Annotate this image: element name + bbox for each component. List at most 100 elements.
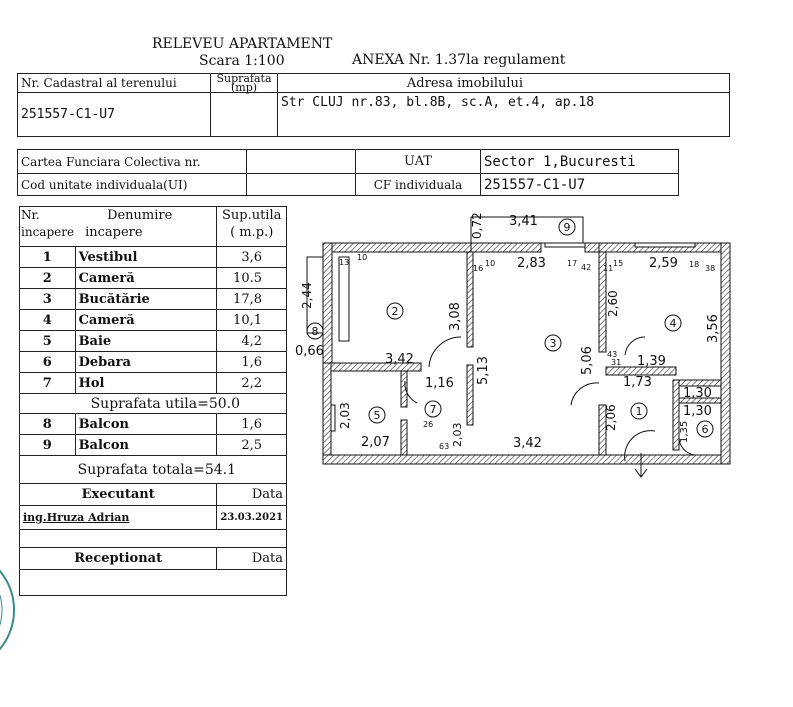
executant-date-label: Data: [216, 483, 287, 506]
rooms-header-nr-1: Nr.: [21, 208, 40, 222]
door-debara: [678, 436, 696, 456]
room-area: 1,6: [216, 413, 287, 435]
dim-room2-height: 3,08: [448, 302, 463, 331]
plan-walls: [306, 216, 731, 465]
balcony8-outline: [306, 256, 324, 334]
plan-mark: 38: [705, 264, 715, 273]
window-room4: [634, 242, 696, 248]
dim-kitchen-top: 2,83: [517, 256, 546, 271]
room-number-7-circle: [424, 400, 442, 418]
room-nr: 9: [19, 434, 76, 456]
annex-label: ANEXA Nr. 1.37la regulament: [352, 52, 566, 68]
room-number-8-circle: [306, 322, 324, 340]
room-nr: 3: [19, 288, 76, 310]
balcony9-outline: [470, 216, 584, 244]
area-header: Suprafata (mp): [210, 72, 278, 94]
plan-mark: 11: [603, 264, 613, 273]
rooms-header-name-2: incapere: [85, 225, 143, 240]
plan-mark: 17: [567, 259, 577, 268]
room-name: Debara: [74, 351, 218, 373]
plan-mark: 43: [607, 350, 617, 359]
wall-hol-kitchen: [466, 364, 474, 426]
dim-debara-w1: 1,30: [683, 386, 712, 401]
window-room2: [338, 256, 350, 342]
plan-mark: 15: [613, 259, 623, 268]
wall-left-room2: [322, 242, 333, 364]
door-kitchen: [570, 382, 600, 406]
door-room4: [624, 336, 646, 356]
rooms-header-name-1: Denumire: [107, 208, 173, 223]
area-value: [210, 92, 278, 137]
cadastral-header: Nr. Cadastral al terenului: [17, 73, 211, 93]
room-name: Vestibul: [74, 246, 218, 268]
dim-bath-height: 2,03: [338, 402, 352, 429]
dim-kitchen-left: 5,13: [476, 356, 491, 385]
room-nr: 5: [19, 330, 76, 352]
room-number-7: 7: [430, 403, 437, 416]
room-nr: 1: [19, 246, 76, 268]
executant-name: ing.Hruza Adrian: [18, 505, 218, 530]
rooms-header-nr-2: incapere: [21, 225, 75, 239]
dim-room4-top: 2,59: [649, 256, 678, 271]
unit-code-label: Cod unitate individuala(UI): [17, 173, 247, 196]
room-name: Balcon: [74, 413, 218, 435]
wall-kitchen-room4: [598, 251, 607, 353]
plan-mark: 18: [689, 260, 699, 269]
dim-debara-h: 1,35: [679, 421, 690, 443]
plan-mark: 63: [439, 442, 449, 451]
unit-code-value: [246, 173, 356, 196]
room-number-2: 2: [392, 305, 399, 318]
door-bath: [404, 380, 418, 404]
dim-kitchen-right: 5,06: [580, 346, 595, 375]
room-number-5: 5: [374, 409, 381, 422]
window-bath: [330, 404, 336, 432]
room-number-9-circle: [558, 218, 576, 236]
dim-hol-height: 2,03: [451, 423, 464, 448]
room-number-1: 1: [636, 405, 643, 418]
dim-room4-right-height: 3,56: [706, 314, 721, 343]
room-name: Cameră: [74, 267, 218, 289]
executant-label: Executant: [18, 483, 218, 506]
executant-signature-space: [19, 529, 287, 548]
rooms-header-nr: Nr. incapere: [19, 206, 76, 247]
cf-value: 251557-C1-U7: [480, 173, 679, 196]
room-area: 10,1: [216, 309, 287, 331]
dim-balcony9-depth: 0,72: [470, 212, 484, 239]
room-nr: 8: [19, 413, 76, 435]
room-number-3: 3: [550, 337, 557, 350]
room-number-2-circle: [386, 302, 404, 320]
wall-room2-bottom-left: [330, 362, 422, 372]
room-number-4: 4: [670, 317, 677, 330]
room-number-9: 9: [564, 221, 571, 234]
rooms-header-area-1: Sup.utila: [221, 208, 282, 223]
stamp-fragment: [0, 569, 16, 651]
plan-mark: 10: [485, 259, 495, 268]
wall-top-room2: [322, 242, 472, 253]
room-number-1-circle: [630, 402, 648, 420]
address-value: Str CLUJ nr.83, bl.8B, sc.A, et.4, ap.18: [277, 92, 730, 137]
uat-label: UAT: [355, 149, 481, 174]
room-name: Hol: [74, 372, 218, 394]
dim-room2-bottom: 3,42: [385, 352, 414, 367]
plan-mark: 16: [473, 264, 483, 273]
area-header-top: Suprafata: [216, 72, 272, 85]
receptionat-label: Receptionat: [18, 547, 218, 570]
room-nr: 4: [19, 309, 76, 331]
entrance-arrow: [634, 453, 648, 478]
plan-mark: 42: [581, 263, 591, 272]
room-area: 1,6: [216, 351, 287, 373]
wall-room2-kitchen: [466, 251, 474, 348]
area-header-bottom: (mp): [230, 81, 258, 94]
dim-hall-width: 1,16: [425, 376, 454, 391]
cadastral-table: Nr. Cadastral al terenului Suprafata (mp…: [17, 73, 730, 137]
land-book-table: Cartea Funciara Colectiva nr. UAT Sector…: [17, 149, 679, 196]
wall-left-bath: [322, 362, 332, 464]
total-area: Suprafata totala=54.1: [19, 455, 287, 484]
receptionat-signature-space: [19, 569, 287, 596]
